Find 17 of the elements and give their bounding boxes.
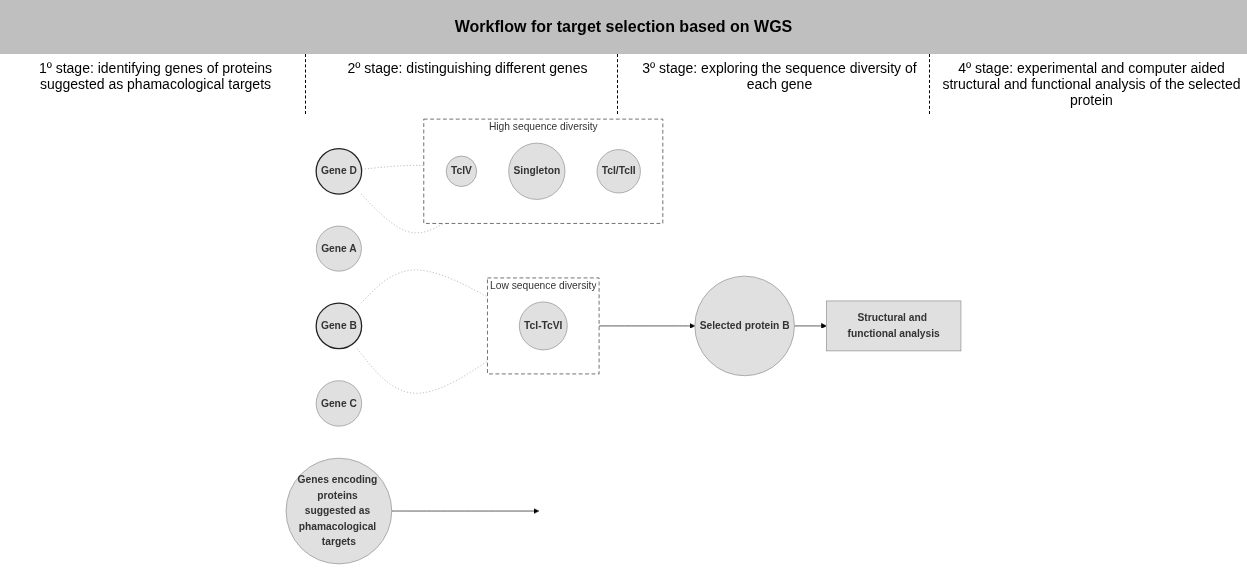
node-circle: Gene C	[315, 380, 362, 427]
node-circle: Genes encoding proteins suggested as phamacological targets	[285, 457, 393, 565]
stage-heading: 1º stage: identifying genes of proteins suggested as phamacological targets	[5, 54, 307, 114]
node-circle: TcI/TcII	[596, 149, 641, 194]
connector	[360, 269, 488, 304]
title-banner: Workflow for target selection based on WGS	[0, 0, 1247, 54]
node-circle: TcIV	[445, 155, 477, 187]
node-circle: Selected protein B	[694, 275, 795, 377]
node-circle: Gene B	[315, 302, 363, 350]
stage-heading: 2º stage: distinguishing different genes	[317, 54, 619, 114]
stage-heading: 4º stage: experimental and computer aided structural and functional analysis of the selected protein	[941, 59, 1242, 110]
node-circle: Gene A	[316, 225, 362, 272]
node-circle: TcI-TcVI	[519, 301, 568, 351]
stage-heading: 3º stage: exploring the sequence diversity of each gene	[629, 54, 931, 114]
node-circle: Singleton	[508, 142, 566, 200]
node-circle: Gene D	[315, 147, 363, 195]
node-box: Structural and functional analysis	[826, 300, 962, 352]
